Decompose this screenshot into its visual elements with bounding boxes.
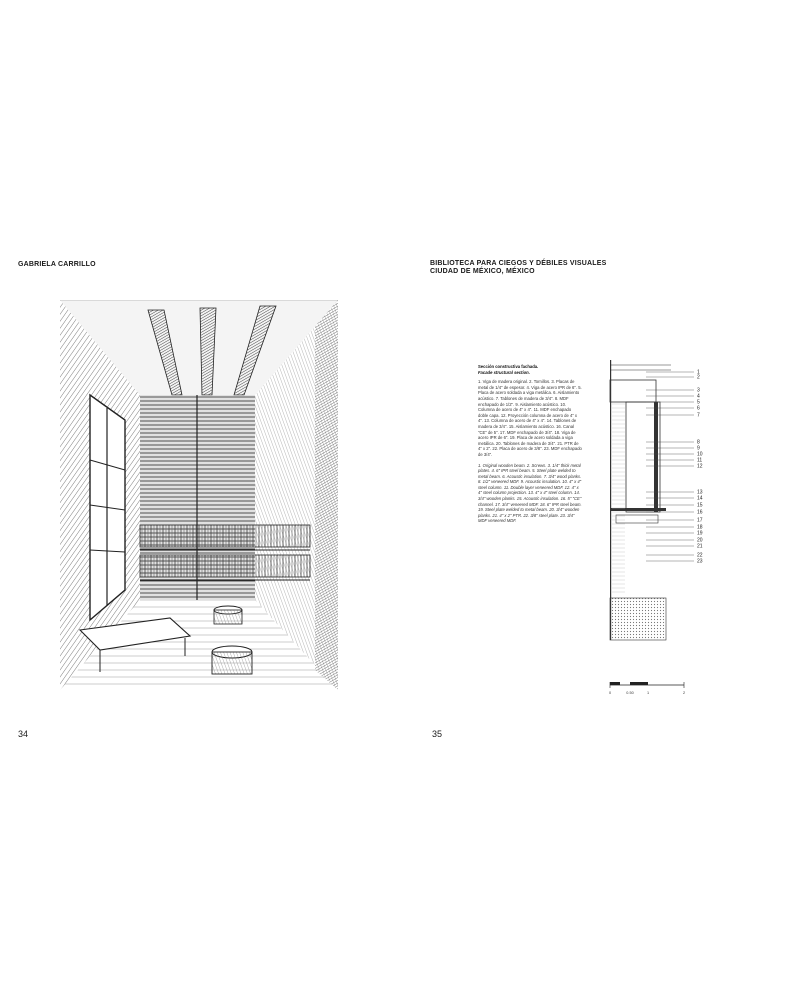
detail-label: 15: [697, 503, 703, 509]
section-heading: Sección constructiva fachada.: [478, 364, 539, 369]
section-legend: Sección constructiva fachada. Facade str…: [478, 364, 582, 529]
detail-label: 1: [697, 370, 700, 376]
detail-label: 12: [697, 464, 703, 470]
detail-label: 23: [697, 559, 703, 565]
detail-label: 20: [697, 538, 703, 544]
project-title: BIBLIOTECA PARA CIEGOS Y DÉBILES VISUALE…: [430, 260, 606, 276]
detail-label: 9: [697, 446, 700, 452]
detail-label: 7: [697, 413, 700, 419]
detail-label: 11: [697, 458, 702, 464]
author-name: GABRIELA CARRILLO: [18, 261, 96, 268]
detail-label: 6: [697, 406, 700, 412]
section-heading-english: Facade structural section.: [478, 369, 530, 375]
legend-english: 1. Original wooden beam. 2. Screws. 3. 1…: [478, 462, 582, 524]
detail-label: 14: [697, 496, 703, 502]
detail-label: 8: [697, 440, 700, 446]
scale-label: 0.50: [626, 691, 633, 695]
detail-label: 18: [697, 525, 703, 531]
detail-label: 4: [697, 394, 700, 400]
scale-label: 0: [609, 691, 611, 695]
detail-label: 19: [697, 531, 703, 537]
project-title-line-1: BIBLIOTECA PARA CIEGOS Y DÉBILES VISUALE…: [430, 260, 607, 267]
detail-label: 21: [697, 544, 703, 550]
detail-label: 5: [697, 400, 700, 406]
detail-label: 17: [697, 518, 703, 524]
legend-spanish: 1. Viga de madera original. 2. Tornillos…: [478, 379, 582, 457]
interior-sketch-illustration: [60, 300, 338, 690]
detail-label: 16: [697, 510, 703, 516]
scale-label: 1: [647, 691, 649, 695]
detail-label: 10: [697, 452, 703, 458]
detail-label: 13: [697, 490, 703, 496]
project-title-line-2: CIUDAD DE MÉXICO, MÉXICO: [430, 268, 535, 275]
detail-label: 2: [697, 375, 700, 381]
scale-label: 2: [683, 691, 685, 695]
page-number-right: 35: [432, 729, 443, 739]
detail-label: 22: [697, 553, 703, 559]
detail-label: 3: [697, 388, 700, 394]
page-number-left: 34: [18, 729, 29, 739]
